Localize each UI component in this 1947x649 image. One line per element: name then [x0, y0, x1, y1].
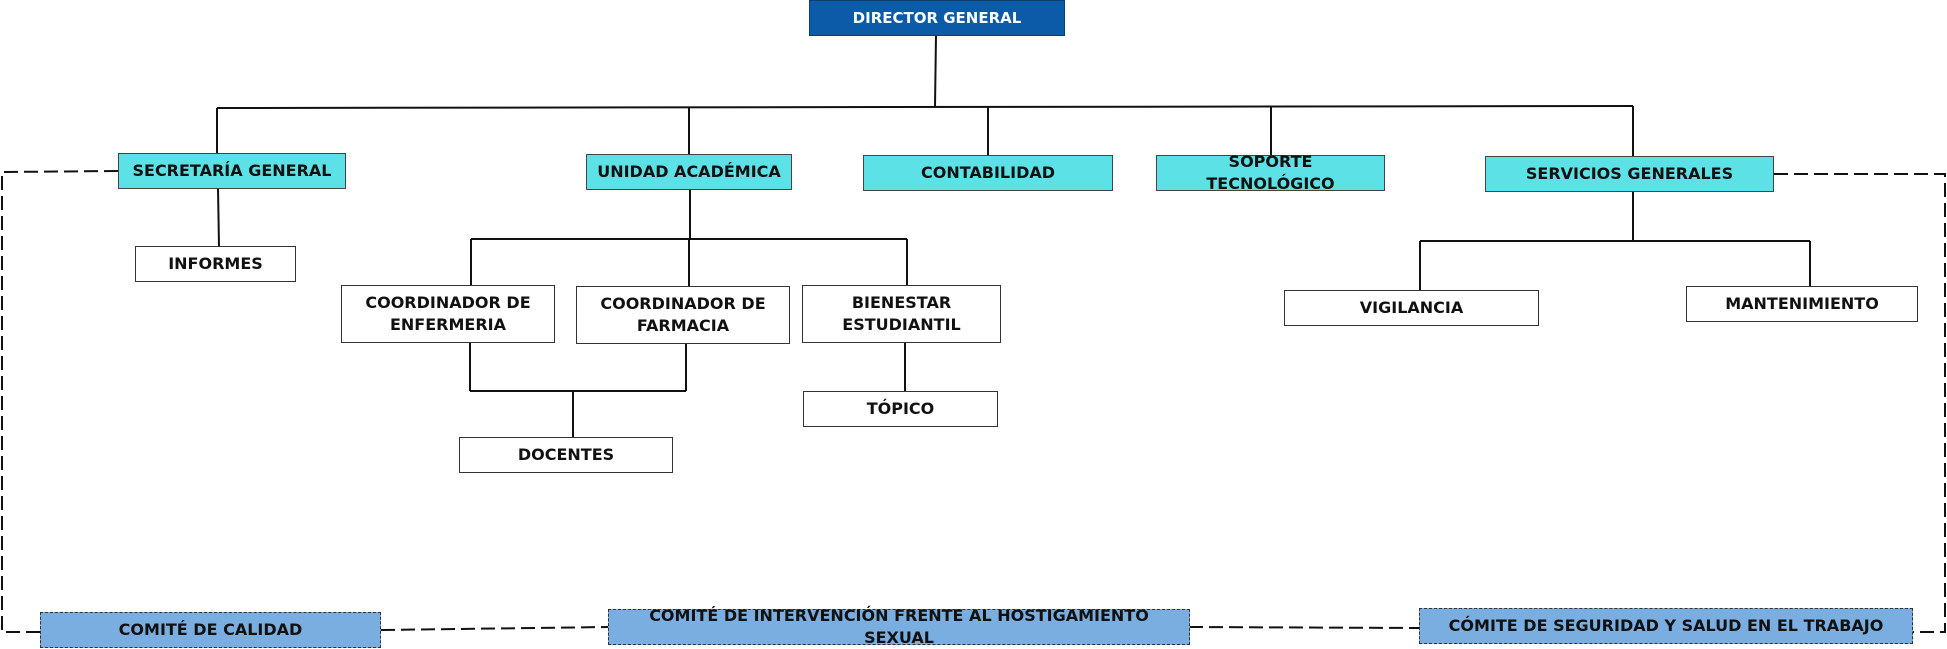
- dashed-link-left: [1, 170, 119, 633]
- contabilidad-label: CONTABILIDAD: [920, 163, 1056, 182]
- connector-main-bus: [216, 105, 1634, 109]
- topico-box: TÓPICO: [803, 391, 998, 427]
- secretaria-general-label: SECRETARÍA GENERAL: [132, 161, 332, 180]
- mantenimiento-box: MANTENIMIENTO: [1686, 286, 1918, 322]
- coordinador-farmacia-label: COORDINADOR DE FARMACIA: [600, 294, 766, 335]
- connector-informes: [217, 187, 220, 247]
- comite-calidad-box: COMITÉ DE CALIDAD: [40, 612, 381, 648]
- comite-seguridad-box: CÓMITE DE SEGURIDAD Y SALUD EN EL TRABAJ…: [1419, 608, 1913, 644]
- unidad-academica-label: UNIDAD ACADÉMICA: [597, 162, 781, 181]
- coordinador-enfermeria-label: COORDINADOR DE ENFERMERIA: [365, 293, 531, 334]
- bienestar-estudiantil-box: BIENESTAR ESTUDIANTIL: [802, 285, 1001, 343]
- bienestar-estudiantil-label: BIENESTAR ESTUDIANTIL: [842, 293, 961, 334]
- director-general-box: DIRECTOR GENERAL: [809, 0, 1065, 36]
- dashed-link-bottom-left: [380, 626, 610, 631]
- servicios-generales-label: SERVICIOS GENERALES: [1525, 164, 1734, 183]
- soporte-tecnologico-label: SOPORTE TECNOLÓGICO: [1206, 152, 1335, 193]
- unidad-academica-box: UNIDAD ACADÉMICA: [586, 154, 792, 190]
- docentes-label: DOCENTES: [517, 445, 615, 464]
- director-general-label: DIRECTOR GENERAL: [852, 9, 1022, 27]
- comite-hostigamiento-box: COMITÉ DE INTERVENCIÓN FRENTE AL HOSTIGA…: [608, 606, 1190, 647]
- comite-hostigamiento-label: COMITÉ DE INTERVENCIÓN FRENTE AL HOSTIGA…: [649, 606, 1149, 647]
- secretaria-general-box: SECRETARÍA GENERAL: [118, 153, 346, 189]
- docentes-box: DOCENTES: [459, 437, 673, 473]
- vigilancia-label: VIGILANCIA: [1359, 298, 1464, 317]
- contabilidad-box: CONTABILIDAD: [863, 155, 1113, 191]
- informes-box: INFORMES: [135, 246, 296, 282]
- dashed-link-bottom-right: [1188, 626, 1421, 629]
- comite-calidad-label: COMITÉ DE CALIDAD: [118, 620, 303, 639]
- connector-director: [934, 34, 937, 108]
- soporte-tecnologico-box: SOPORTE TECNOLÓGICO: [1156, 152, 1385, 193]
- informes-label: INFORMES: [168, 254, 263, 273]
- vigilancia-box: VIGILANCIA: [1284, 290, 1539, 326]
- mantenimiento-label: MANTENIMIENTO: [1725, 294, 1879, 313]
- comite-seguridad-label: CÓMITE DE SEGURIDAD Y SALUD EN EL TRABAJ…: [1448, 616, 1884, 635]
- topico-label: TÓPICO: [866, 399, 935, 418]
- dashed-link-right: [1774, 173, 1946, 633]
- coordinador-farmacia-box: COORDINADOR DE FARMACIA: [576, 286, 790, 344]
- coordinador-enfermeria-box: COORDINADOR DE ENFERMERIA: [341, 285, 555, 343]
- servicios-generales-box: SERVICIOS GENERALES: [1485, 156, 1774, 192]
